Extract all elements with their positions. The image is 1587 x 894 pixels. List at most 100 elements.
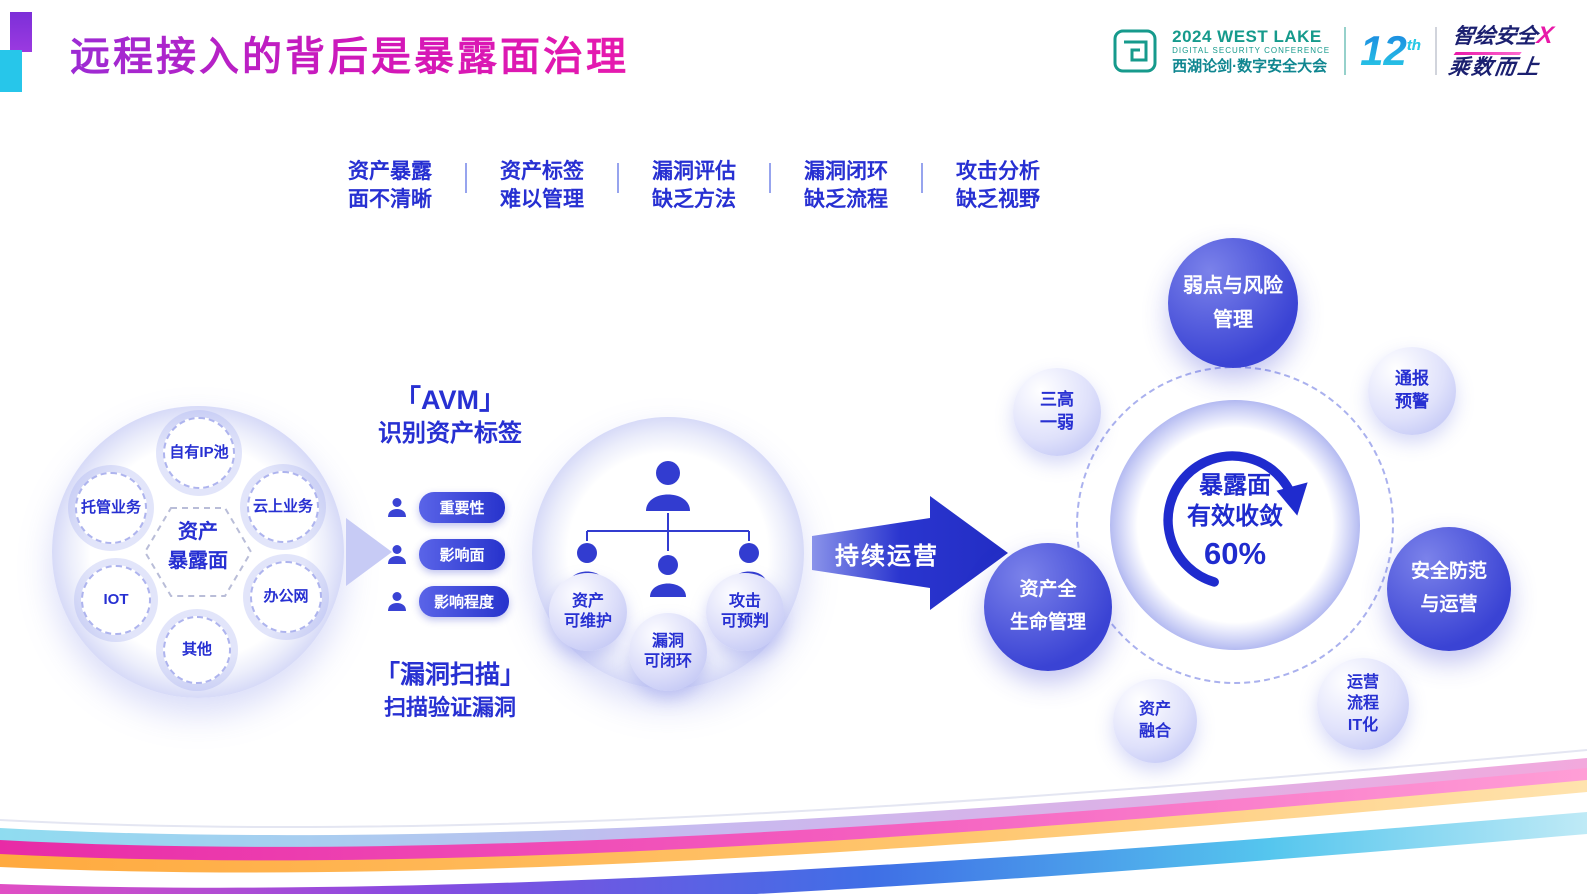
bubble-cloud-business: 云上业务 [247,471,319,543]
satellite-operation-process-it: 运营 流程 IT化 [1317,658,1409,750]
conference-name-cn: 西湖论剑·数字安全大会 [1172,57,1328,75]
satellite-line: 弱点与风险 [1183,275,1283,297]
capability-line: 漏洞 [651,633,684,650]
slogan-text1: 智绘安全 [1451,25,1539,48]
asset-tag-rows: 重要性 影响面 影响程度 [385,492,510,617]
problem-item-4: 漏洞闭环 缺乏流程 [804,158,888,215]
satellite-line: 融合 [1138,723,1171,740]
edition-value: 12 [1360,26,1407,74]
tag-pill-impact-degree: 影响程度 [419,586,510,617]
problems-row: 资产暴露 面不清晰 资产标签 难以管理 漏洞评估 缺乏方法 漏洞闭环 缺乏流程 … [348,158,1040,215]
cluster-hexagon-outline [143,507,253,597]
problem-line: 攻击分析 [956,160,1040,183]
tag-pill-impact-surface: 影响面 [419,539,505,570]
satellite-line: 预警 [1395,392,1429,411]
tag-row-impact-degree: 影响程度 [385,586,510,617]
slogan-line1: 智绘安全X [1451,22,1555,50]
vuln-scan-title: 「漏洞扫描」 扫描验证漏洞 [358,658,542,724]
satellite-line: 流程 [1346,695,1379,713]
problem-divider [617,163,619,193]
asset-exposure-cluster: 资产 暴露面 自有IP池 托管业务 云上业务 IOT 办公网 其他 [52,406,344,698]
logo-divider-gray [1434,26,1437,75]
asset-management-circle: 资产 可维护 漏洞 可闭环 攻击 可预判 [532,417,804,691]
problem-divider [769,163,771,193]
satellite-asset-fusion: 资产 融合 [1113,679,1197,763]
problem-line: 漏洞闭环 [804,160,888,183]
conference-subtitle-en: DIGITAL SECURITY CONFERENCE [1172,46,1331,56]
edition-number: 12th [1360,30,1421,72]
radial-center-value: 60% [1203,536,1267,572]
continuous-operation-arrow [812,496,1008,610]
satellite-security-prevention-operation: 安全防范 与运营 [1387,527,1511,651]
satellite-weak-risk-management: 弱点与风险 管理 [1168,238,1298,368]
bubble-other: 其他 [163,616,231,684]
satellite-three-high-one-weak: 三高 一弱 [1013,368,1101,456]
conference-logos: 2024 WEST LAKE DIGITAL SECURITY CONFEREN… [1112,22,1555,80]
problem-divider [921,163,923,193]
satellite-line: 一弱 [1040,413,1074,432]
convergence-arrow-circle-icon [1163,451,1308,587]
cluster-center-label: 资产 暴露面 [148,518,248,576]
tag-row-importance: 重要性 [385,492,509,523]
cluster-center-line1: 资产 [178,521,218,543]
problem-line: 缺乏方法 [652,188,736,212]
satellite-line: 三高 [1040,390,1074,410]
slogan-underline [1453,51,1522,55]
cluster-center-line2: 暴露面 [168,550,228,572]
capability-line: 可维护 [563,613,612,630]
person-icon [388,497,406,517]
satellite-notification-warning: 通报 预警 [1368,347,1456,435]
corner-accent-cyan [0,50,22,92]
bottom-wave-decoration [0,749,1587,894]
continuous-operation-label: 持续运营 [835,543,939,570]
satellite-line: 资产 [1138,701,1171,719]
capability-attack-predictable: 攻击 可预判 [706,573,784,651]
capability-line: 可闭环 [643,653,692,670]
satellite-line: 生命管理 [1009,612,1086,633]
radial-center-line1: 暴露面 [1199,472,1271,499]
radial-gradient-ring [1110,400,1360,650]
radial-center-label: 暴露面 有效收敛 60% [1150,470,1320,575]
satellite-line: 通报 [1395,369,1429,389]
satellite-asset-lifecycle-management: 资产全 生命管理 [984,543,1112,671]
tag-row-impact-surface: 影响面 [385,539,509,570]
capability-asset-maintainable: 资产 可维护 [549,573,627,651]
problem-item-1: 资产暴露 面不清晰 [348,158,432,215]
problem-item-3: 漏洞评估 缺乏方法 [652,158,736,215]
satellite-line: 安全防范 [1410,561,1487,583]
problem-line: 漏洞评估 [652,160,736,183]
person-icon [388,544,406,564]
satellite-line: 资产全 [1019,579,1077,601]
slogan-logo: 智绘安全X 乘数而上 [1447,22,1555,80]
satellite-line: 管理 [1213,309,1253,331]
west-lake-text: 2024 WEST LAKE DIGITAL SECURITY CONFEREN… [1172,27,1330,75]
satellite-line: IT化 [1347,716,1379,734]
avm-title: 「AVM」 识别资产标签 [365,382,535,451]
satellite-line: 运营 [1346,673,1379,691]
bubble-hosted-business: 托管业务 [75,472,147,544]
problem-line: 缺乏视野 [956,188,1040,212]
problem-item-2: 资产标签 难以管理 [500,158,584,215]
problem-line: 面不清晰 [348,188,432,212]
page-title: 远程接入的背后是暴露面治理 [70,24,629,82]
vuln-scan-line1: 「漏洞扫描」 [374,661,525,689]
bubble-office-network: 办公网 [250,561,322,633]
edition-suffix: th [1406,36,1421,54]
capability-line: 攻击 [728,593,761,610]
capability-line: 可预判 [720,613,769,630]
logo-divider [1344,26,1347,75]
problem-divider [465,163,467,193]
conference-name-en: 2024 WEST LAKE [1172,26,1322,46]
slogan-line2: 乘数而上 [1447,55,1543,79]
west-lake-emblem-icon [1113,29,1157,73]
capability-line: 资产 [571,593,604,610]
avm-title-line1: 「AVM」 [394,385,506,415]
cluster-to-avm-arrow [346,518,392,586]
bubble-iot: IOT [81,565,151,635]
problem-line: 缺乏流程 [804,188,888,212]
capability-vuln-closed-loop: 漏洞 可闭环 [629,613,707,691]
bubble-own-ip-pool: 自有IP池 [163,417,235,489]
problem-item-5: 攻击分析 缺乏视野 [956,158,1040,215]
problem-line: 难以管理 [500,188,584,212]
